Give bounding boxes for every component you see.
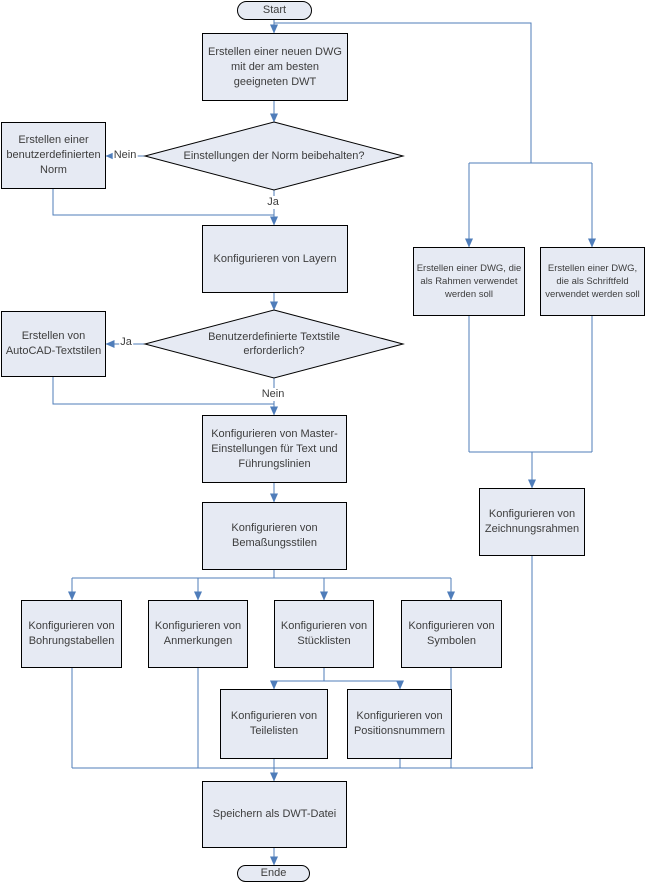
process-create-dwg-label: Erstellen einer neuen DWG mit der am bes… (208, 45, 342, 88)
process-save-dwt: Speichern als DWT-Datei (202, 781, 347, 848)
process-dwg-titleblock-label: Erstellen einer DWG, die als Schriftfeld… (545, 263, 640, 300)
process-symbols: Konfigurieren von Symbolen (401, 600, 502, 668)
edge-autocad-merge (52, 377, 274, 405)
process-autocad-textstyles: Erstellen von AutoCAD-Textstilen (1, 311, 106, 377)
edge-label-textstyles-ja: Ja (119, 336, 133, 349)
end-label: Ende (260, 867, 287, 879)
process-parts-lists: Konfigurieren von Stücklisten (274, 600, 374, 668)
start-label: Start (262, 4, 287, 16)
process-dimension-styles: Konfigurieren von Bemaßungsstilen (202, 502, 347, 570)
decision-norm-shape (143, 121, 405, 191)
process-annotations-label: Konfigurieren von Anmerkungen (154, 620, 242, 647)
process-dimension-styles-label: Konfigurieren von Bemaßungsstilen (231, 522, 318, 549)
process-parts-lists-label: Konfigurieren von Stücklisten (280, 620, 368, 647)
edge-label-norm-ja: Ja (266, 196, 280, 209)
process-autocad-textstyles-label: Erstellen von AutoCAD-Textstilen (5, 330, 102, 357)
process-create-dwg: Erstellen einer neuen DWG mit der am bes… (202, 33, 348, 101)
process-layers-label: Konfigurieren von Layern (213, 252, 337, 265)
process-symbols-label: Konfigurieren von Symbolen (408, 620, 495, 647)
edge-start-branch-right (274, 22, 532, 163)
end-terminal: Ende (237, 865, 310, 882)
process-custom-norm: Erstellen einer benutzerdefinierten Norm (1, 122, 106, 189)
process-hole-tables: Konfigurieren von Bohrungstabellen (21, 600, 122, 668)
process-layers: Konfigurieren von Layern (202, 225, 348, 293)
edge-label-norm-nein: Nein (112, 149, 138, 162)
process-teilelisten: Konfigurieren von Teilelisten (220, 689, 328, 759)
decision-textstyles-shape (143, 309, 405, 379)
process-save-dwt-label: Speichern als DWT-Datei (212, 808, 337, 820)
process-positionsnummern-label: Konfigurieren von Positionsnummern (353, 710, 446, 737)
process-hole-tables-label: Konfigurieren von Bohrungstabellen (28, 620, 115, 647)
process-teilelisten-label: Konfigurieren von Teilelisten (230, 710, 318, 737)
process-annotations: Konfigurieren von Anmerkungen (148, 600, 248, 668)
process-dwg-titleblock: Erstellen einer DWG, die als Schriftfeld… (540, 247, 645, 316)
process-master-text-label: Konfigurieren von Master-Einstellungen f… (211, 427, 338, 470)
process-drawing-frames: Konfigurieren von Zeichnungsrahmen (479, 488, 585, 556)
process-positionsnummern: Konfigurieren von Positionsnummern (347, 689, 452, 759)
start-terminal: Start (237, 1, 312, 20)
process-master-text: Konfigurieren von Master-Einstellungen f… (202, 415, 347, 483)
edge-custom-norm-merge (52, 189, 274, 216)
process-dwg-frame: Erstellen einer DWG, die als Rahmen verw… (413, 247, 525, 316)
process-dwg-frame-label: Erstellen einer DWG, die als Rahmen verw… (416, 263, 522, 300)
process-custom-norm-label: Erstellen einer benutzerdefinierten Norm (6, 134, 101, 176)
edge-label-textstyles-nein: Nein (260, 388, 286, 401)
process-drawing-frames-label: Konfigurieren von Zeichnungsrahmen (484, 508, 580, 535)
